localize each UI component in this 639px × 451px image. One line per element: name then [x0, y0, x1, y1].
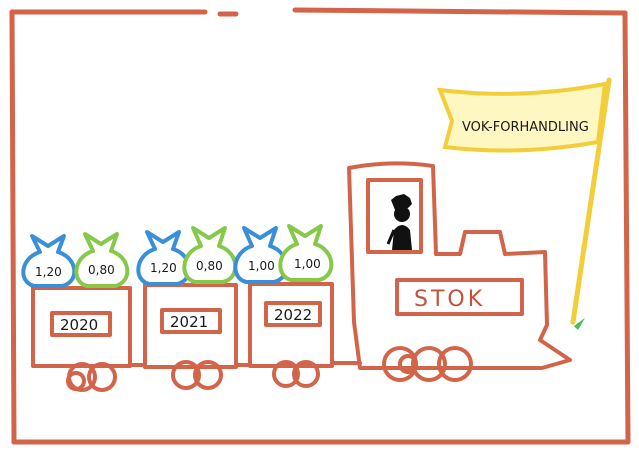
wagon-2022	[248, 282, 334, 388]
money-bags: 1,20 0,80 1,20 0,80 1,00 1,00	[21, 224, 334, 288]
wagon-year-label: 2022	[274, 306, 312, 324]
locomotive	[347, 161, 572, 382]
bag-value: 1,20	[150, 261, 177, 275]
money-bag-green: 1,00	[278, 224, 334, 282]
bag-value: 1,00	[248, 259, 275, 273]
money-bag-green: 0,80	[74, 232, 130, 288]
drawing-frame	[9, 7, 631, 445]
flag-text: VOK-FORHANDLING	[462, 120, 589, 135]
wagon-year-label: 2021	[170, 313, 208, 331]
wagon-year-label: 2020	[60, 316, 98, 334]
bag-value: 0,80	[196, 259, 223, 273]
money-bag-green: 0,80	[182, 226, 238, 284]
train-driver	[386, 194, 412, 250]
flag-banner	[436, 81, 608, 153]
flag-pole-tip	[563, 316, 585, 330]
flag-pole	[570, 77, 612, 325]
bag-value: 0,80	[88, 263, 115, 277]
wagon-2020	[31, 286, 132, 392]
flag: VOK-FORHANDLING	[436, 77, 612, 330]
money-bag-blue: 1,20	[136, 230, 192, 286]
bag-value: 1,20	[35, 265, 62, 279]
locomotive-label: STOK	[414, 287, 485, 312]
bag-value: 1,00	[294, 257, 321, 271]
wagon-2021	[143, 283, 238, 390]
couplings	[128, 361, 362, 367]
money-bag-blue: 1,20	[21, 234, 77, 288]
money-bag-blue: 1,00	[233, 226, 289, 284]
